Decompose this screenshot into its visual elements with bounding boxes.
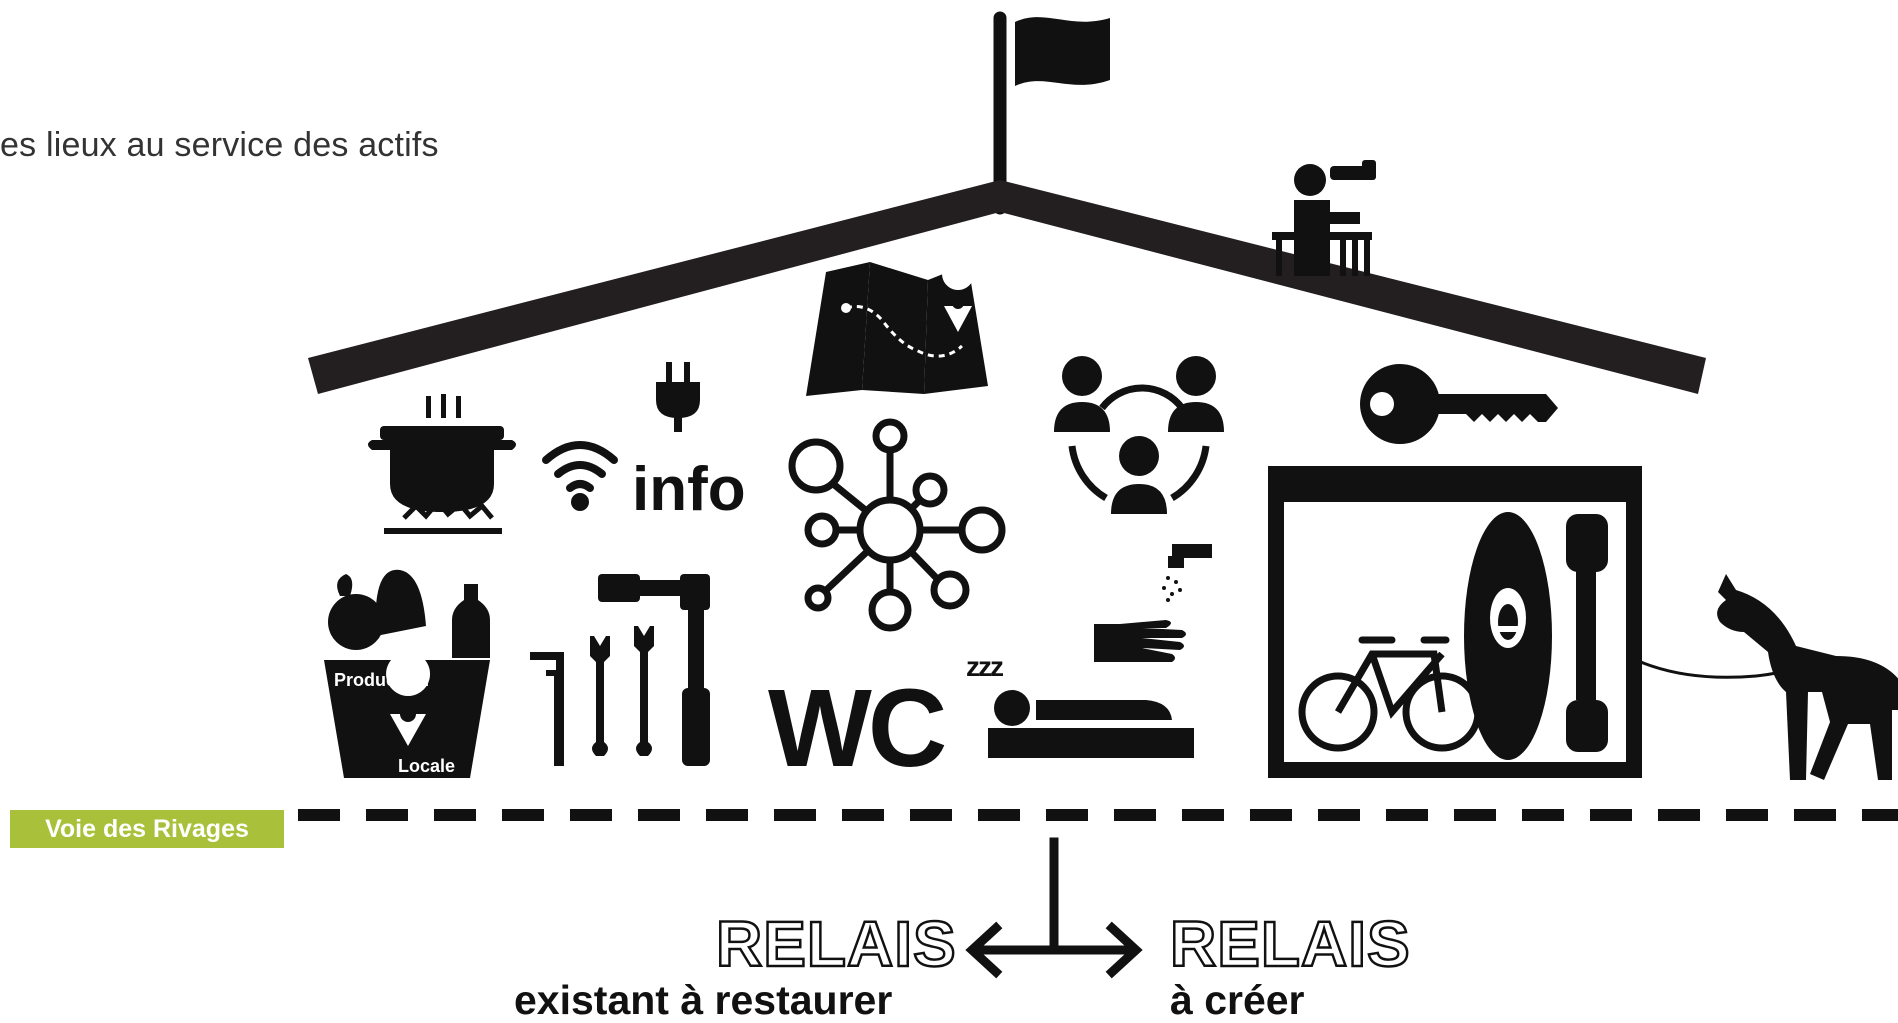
community-group-icon	[1054, 356, 1224, 514]
tools-icon	[530, 574, 710, 766]
relais-left-title: RELAIS	[716, 912, 957, 976]
sleep-zzz-label: zzz	[966, 651, 1003, 682]
flag-icon	[1000, 17, 1110, 208]
info-label: info	[632, 455, 746, 524]
network-hub-icon	[792, 422, 1002, 628]
basket-bottom-label: Locale	[398, 756, 455, 776]
key-icon	[1360, 364, 1558, 444]
route-label: Voie des Rivages	[10, 810, 284, 848]
bicycle-icon	[1302, 640, 1478, 748]
caption-text: es lieux au service des actifs	[0, 126, 439, 165]
roof-outline	[308, 180, 1706, 394]
power-plug-icon	[656, 362, 700, 432]
relais-right-title: RELAIS	[1170, 912, 1411, 976]
hand-wash-icon	[1094, 544, 1212, 662]
cooking-pot-icon	[368, 394, 516, 534]
folded-map-icon	[806, 258, 988, 396]
relais-right-subtitle: à créer	[1170, 980, 1305, 1021]
wifi-icon	[546, 445, 614, 511]
local-produce-basket-icon: Production Locale	[324, 570, 490, 778]
sleeping-person-icon: zzz	[966, 651, 1194, 758]
paddle-icon	[1566, 514, 1608, 752]
kayak-icon	[1464, 512, 1552, 760]
bidirectional-arrow-icon	[972, 842, 1136, 972]
wc-label: WC	[768, 667, 945, 790]
relais-left-subtitle: existant à restaurer	[514, 980, 892, 1021]
